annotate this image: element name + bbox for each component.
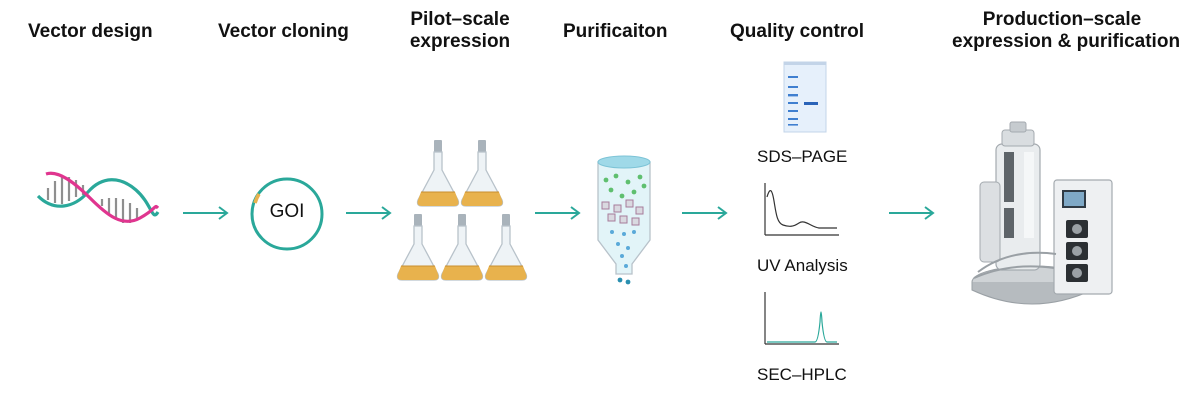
qc-label-sec-hplc: SEC–HPLC [757,365,847,384]
gel-icon [783,61,827,133]
uv-spectrum-icon [764,183,839,236]
step-title-pilot-scale: Pilot–scale expression [402,9,518,53]
dna-helix-icon [36,171,160,223]
plasmid-icon [250,177,324,251]
step-title-vector-design: Vector design [28,21,153,42]
arrow-4 [682,206,728,220]
step-title-pilot-scale-line1: Pilot–scale [410,9,510,30]
plasmid-label: GOI [269,201,305,222]
step-title-production-scale-line2: expression & purification [952,31,1181,52]
arrow-5 [889,206,935,220]
step-title-quality-control: Quality control [730,21,865,42]
chromatography-column-icon [597,155,651,285]
step-title-production-scale: Production–scale expression & purificati… [952,9,1181,53]
qc-label-sds-page: SDS–PAGE [757,147,848,166]
arrow-3 [535,206,581,220]
bioreactor-icon [971,121,1113,305]
step-title-production-scale-line1: Production–scale [982,9,1142,30]
step-title-purification: Purificaiton [563,21,668,42]
arrow-1 [183,206,229,220]
step-title-vector-cloning: Vector cloning [218,21,349,42]
hplc-chromatogram-icon [764,292,839,345]
arrow-2 [346,206,392,220]
flask-cluster-icon [396,139,528,281]
qc-label-uv-analysis: UV Analysis [757,256,848,275]
step-title-pilot-scale-line2: expression [409,31,511,52]
